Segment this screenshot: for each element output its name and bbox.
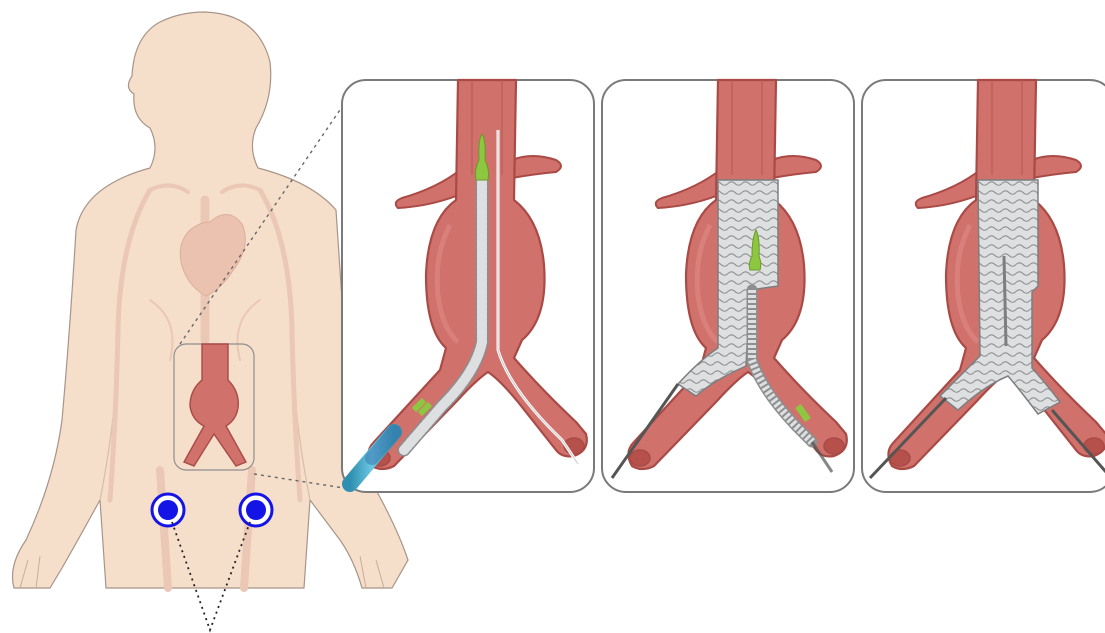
right-femoral-access-marker xyxy=(152,494,184,526)
panel-1-delivery xyxy=(342,80,594,492)
left-femoral-access-marker xyxy=(240,494,272,526)
panel-3-complete-graft xyxy=(862,80,1105,492)
panel-2-main-body-deployed xyxy=(602,80,854,492)
